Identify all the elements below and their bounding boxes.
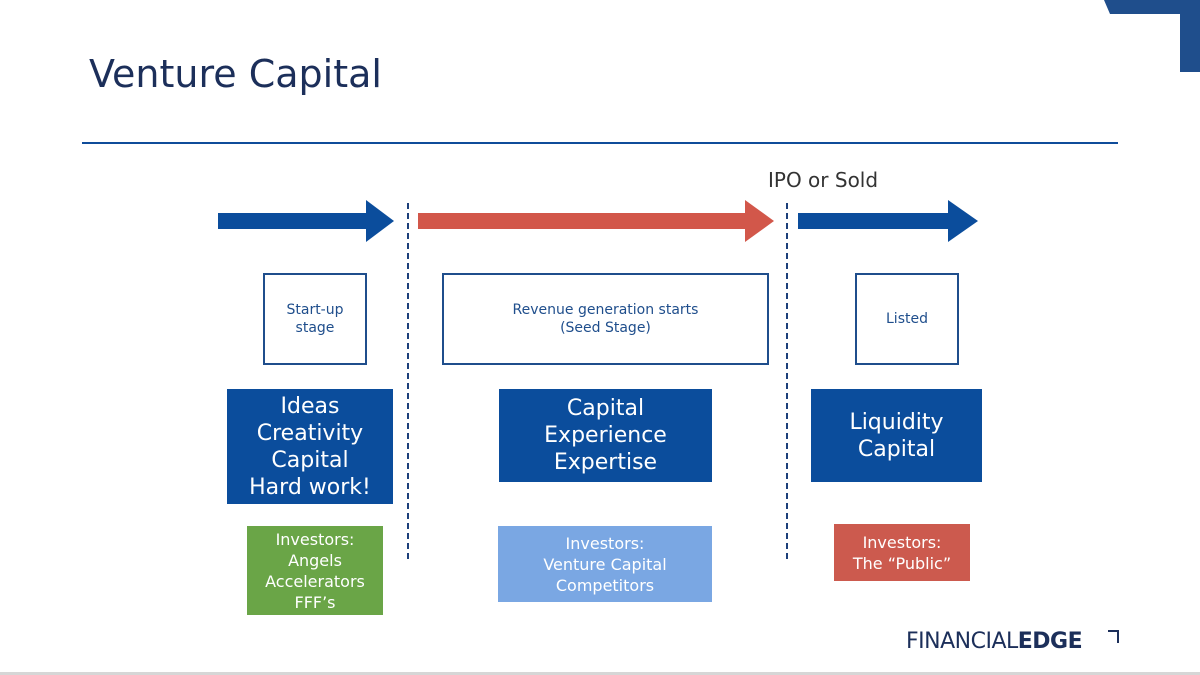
- corner-decoration: [1104, 0, 1200, 72]
- logo-text-bold: EDGE: [1017, 629, 1083, 654]
- separator-line-1: [407, 203, 409, 559]
- stage-box-seed: Revenue generation starts (Seed Stage): [442, 273, 769, 365]
- stage-box-startup: Start-up stage: [263, 273, 367, 365]
- arrow-listed: [798, 200, 978, 242]
- separator-line-2: [786, 203, 788, 559]
- stage-box-listed: Listed: [855, 273, 959, 365]
- investors-box-startup: Investors: Angels Accelerators FFF’s: [247, 526, 383, 615]
- title-divider: [82, 142, 1118, 144]
- slide-title: Venture Capital: [89, 52, 382, 96]
- logo-text-light: FINANCIAL: [906, 629, 1018, 654]
- attributes-box-startup: Ideas Creativity Capital Hard work!: [227, 389, 393, 504]
- arrow-startup: [218, 200, 394, 242]
- investors-box-seed: Investors: Venture Capital Competitors: [498, 526, 712, 602]
- attributes-box-listed: Liquidity Capital: [811, 389, 982, 482]
- ipo-label: IPO or Sold: [768, 168, 879, 192]
- attributes-box-seed: Capital Experience Expertise: [499, 389, 712, 482]
- logo-mark-icon: [1108, 630, 1119, 643]
- arrow-seed: [418, 200, 774, 242]
- financial-edge-logo: FINANCIALEDGE: [906, 629, 1083, 654]
- bottom-border: [0, 672, 1200, 675]
- investors-box-listed: Investors: The “Public”: [834, 524, 970, 581]
